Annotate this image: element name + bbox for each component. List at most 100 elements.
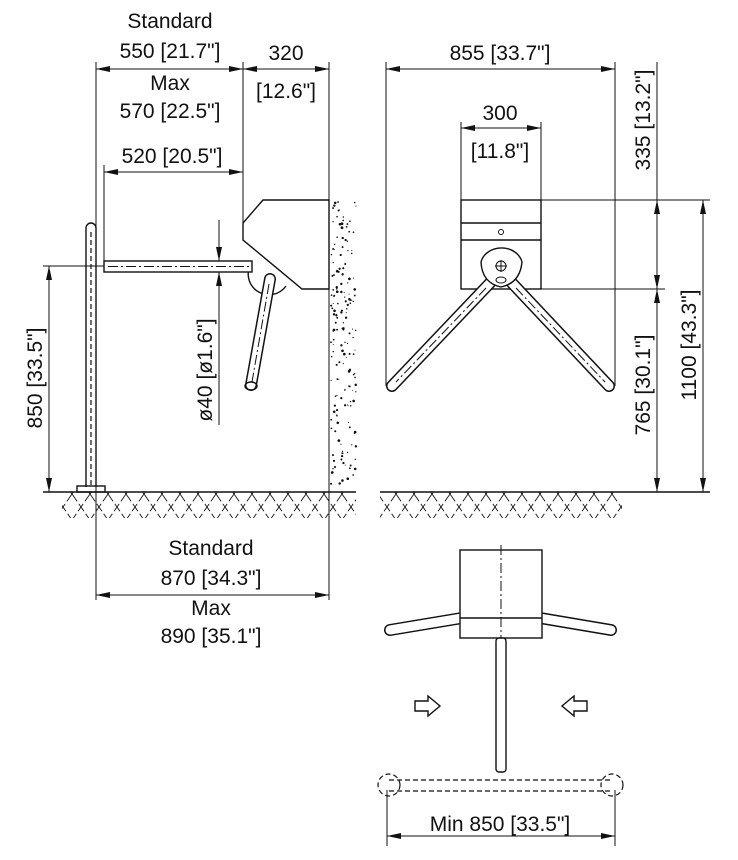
- wall-speckle: [342, 362, 344, 365]
- wall-speckle: [338, 267, 341, 270]
- arm-height-dimension: 765 [30.1"]: [632, 335, 655, 436]
- wall-speckle: [343, 292, 345, 294]
- wall-speckle: [333, 294, 336, 297]
- housing-depth-dimension: 320: [268, 42, 303, 65]
- wall-speckle: [341, 450, 344, 452]
- wall-speckle: [330, 304, 333, 307]
- wall-speckle: [352, 474, 355, 476]
- wall-speckle: [335, 286, 338, 289]
- wall-speckle: [330, 253, 333, 256]
- wall-speckle: [335, 408, 339, 412]
- wall-speckle: [336, 316, 339, 319]
- wall-speckle: [341, 246, 344, 249]
- wall-speckle: [343, 404, 347, 407]
- wall-speckle: [334, 321, 337, 324]
- max-label: Max: [150, 72, 190, 95]
- front-view: 855 [33.7"] 300 [11.8"] 335 [13.2"] 765 …: [380, 42, 710, 518]
- wall-speckle: [352, 231, 355, 234]
- wall-speckle: [349, 302, 352, 305]
- housing-width-inches: [11.8"]: [471, 140, 529, 163]
- turnstile-housing: [242, 199, 330, 290]
- wall-speckle: [340, 458, 343, 461]
- wall-speckle: [344, 316, 348, 319]
- arm-end-position: [377, 773, 401, 797]
- wall-speckle: [331, 454, 334, 457]
- wall-speckle: [347, 405, 349, 407]
- max-depth-dimension: 570 [22.5"]: [120, 100, 221, 123]
- wall-speckle: [341, 309, 343, 312]
- wall-speckle: [347, 249, 349, 252]
- wall-speckle: [347, 282, 349, 284]
- wall-speckle: [330, 294, 333, 297]
- ground-hatch: [380, 492, 622, 518]
- wall-speckle: [346, 451, 349, 454]
- wall-speckle: [353, 201, 356, 204]
- wall-speckle: [341, 349, 344, 353]
- wall-speckle: [350, 252, 353, 255]
- wall-speckle: [332, 248, 335, 250]
- wall-speckle: [334, 395, 337, 397]
- wall-speckle: [348, 230, 351, 233]
- wall-speckle: [340, 454, 344, 458]
- wall-speckle: [354, 372, 356, 375]
- wall-speckle: [349, 220, 351, 223]
- wall-speckle: [330, 341, 332, 344]
- wall-speckle: [352, 399, 355, 403]
- wall-speckle: [330, 427, 333, 430]
- wall-speckle: [332, 459, 336, 463]
- wall-speckle: [341, 479, 344, 482]
- wall-speckle: [338, 361, 341, 364]
- wall-speckle: [341, 327, 344, 330]
- wall-speckle: [335, 314, 338, 317]
- wall-speckle: [348, 352, 351, 355]
- indicator-light: [498, 229, 504, 235]
- wall-speckle: [350, 299, 352, 302]
- wall-speckle: [351, 250, 353, 252]
- post-base-plate: [76, 485, 106, 493]
- wall-speckle: [336, 313, 338, 315]
- wall-speckle: [335, 287, 338, 290]
- wall-speckle: [342, 216, 345, 218]
- wall-speckle: [330, 418, 333, 421]
- wall-speckle: [334, 430, 337, 433]
- wall-speckle: [344, 389, 346, 391]
- wall-speckle: [330, 379, 332, 382]
- wall-speckle: [344, 300, 347, 303]
- wall-speckle: [348, 385, 350, 387]
- wall-speckle: [336, 215, 338, 218]
- wall-speckle: [348, 332, 351, 335]
- wall-speckle: [332, 221, 334, 223]
- wall-speckle: [352, 389, 354, 391]
- wall-speckle: [342, 322, 345, 324]
- standard-depth-dimension: 550 [21.7"]: [120, 40, 221, 63]
- wall-speckle: [332, 262, 334, 264]
- wall-speckle: [333, 274, 335, 276]
- wall-speckle: [337, 302, 339, 305]
- wall-speckle: [338, 482, 341, 485]
- barrier-post: [85, 222, 97, 487]
- wall-speckle: [336, 328, 339, 331]
- wall-speckle: [338, 209, 340, 211]
- wall-speckle: [342, 352, 346, 356]
- wall-speckle: [335, 363, 338, 366]
- wall-speckle: [355, 391, 357, 393]
- wall-speckle: [333, 404, 336, 407]
- wall-speckle: [346, 240, 349, 242]
- arrow-right-icon: [414, 694, 442, 718]
- total-height-dimension: 1100 [43.3"]: [678, 290, 701, 401]
- wall-speckle: [333, 309, 336, 313]
- wall-speckle: [348, 277, 351, 281]
- wall-speckle: [346, 342, 349, 345]
- wall-speckle: [336, 394, 338, 397]
- wall-speckle: [350, 405, 352, 407]
- wall-speckle: [333, 243, 336, 246]
- wall-speckle: [338, 378, 340, 380]
- wall-speckle: [333, 201, 337, 205]
- wall-speckle: [346, 223, 349, 226]
- wall-speckle: [336, 421, 340, 425]
- wall-speckle: [353, 430, 357, 434]
- wall-speckle: [330, 471, 334, 474]
- wall-speckle: [349, 400, 352, 403]
- wall-speckle: [338, 222, 342, 226]
